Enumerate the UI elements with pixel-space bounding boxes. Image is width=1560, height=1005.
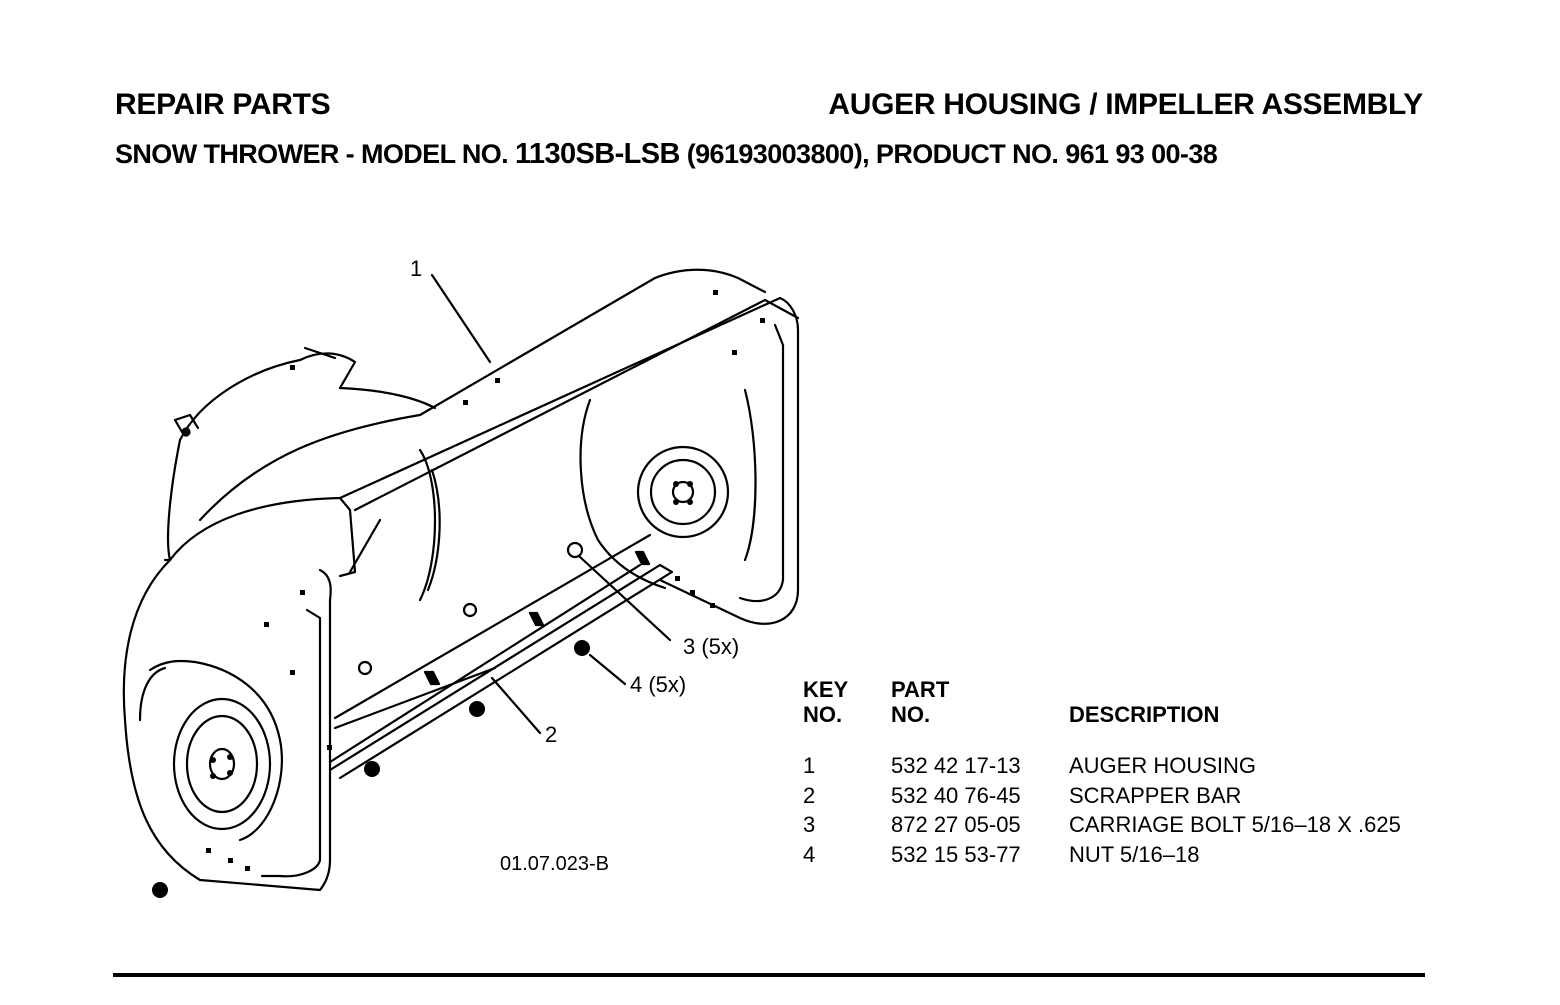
row-key: 4 bbox=[803, 841, 816, 867]
callout-4: 4 (5x) bbox=[630, 672, 687, 697]
header-part-line1: PART bbox=[891, 677, 950, 702]
callout-3: 3 (5x) bbox=[683, 634, 740, 659]
row-description: CARRIAGE BOLT 5/16–18 X .625 bbox=[1069, 812, 1401, 837]
right-side-plate bbox=[658, 328, 800, 625]
model-number: 1130SB-LSB bbox=[514, 138, 680, 170]
scrapper-bar bbox=[328, 563, 674, 780]
left-side-plate bbox=[122, 558, 332, 892]
header-description: DESCRIPTION bbox=[1069, 702, 1220, 727]
row-description: AUGER HOUSING bbox=[1069, 753, 1257, 778]
drawing-number: 01.07.023-B bbox=[500, 853, 609, 875]
bottom-rule bbox=[113, 973, 1425, 977]
row-key: 3 bbox=[803, 812, 816, 837]
row-part: 872 27 05-05 bbox=[891, 812, 1021, 837]
page-subtitle: SNOW THROWER - MODEL NO. 1130SB-LSB (961… bbox=[115, 138, 1218, 171]
row-key: 1 bbox=[803, 753, 816, 778]
page-title-left: REPAIR PARTS bbox=[115, 88, 331, 121]
subtitle-suffix: (96193003800), PRODUCT NO. 961 93 00-38 bbox=[679, 139, 1218, 169]
header-key-line2: NO. bbox=[803, 702, 843, 727]
page-title-right: AUGER HOUSING / IMPELLER ASSEMBLY bbox=[828, 88, 1423, 121]
auger-housing-diagram bbox=[122, 268, 800, 898]
housing-top bbox=[168, 296, 800, 562]
row-description: NUT 5/16–18 bbox=[1069, 841, 1200, 867]
impeller-housing bbox=[163, 358, 302, 562]
row-part: 532 42 17-13 bbox=[891, 753, 1021, 778]
callout-1: 1 bbox=[410, 256, 423, 281]
row-key: 2 bbox=[803, 782, 816, 808]
header-part-line2: NO. bbox=[891, 702, 931, 727]
row-description: SCRAPPER BAR bbox=[1069, 782, 1242, 808]
callout-2: 2 bbox=[545, 722, 558, 747]
row-part: 532 40 76-45 bbox=[891, 782, 1021, 808]
row-part: 532 15 53-77 bbox=[891, 841, 1021, 867]
subtitle-prefix: SNOW THROWER - MODEL NO. bbox=[115, 139, 515, 169]
header-key-line1: KEY bbox=[803, 677, 849, 702]
